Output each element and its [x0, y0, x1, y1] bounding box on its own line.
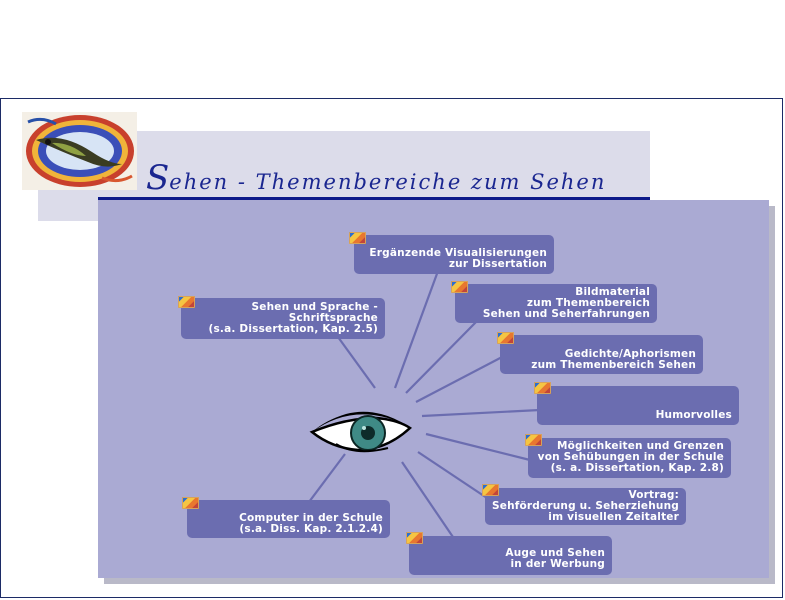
fish-eye-logo	[22, 112, 137, 190]
topic-computer[interactable]: Computer in der Schule (s.a. Diss. Kap. …	[187, 500, 390, 538]
topic-sehuebungen[interactable]: Möglichkeiten und Grenzen von Sehübungen…	[528, 438, 731, 478]
topic-visualisierungen[interactable]: Ergänzende Visualisierungen zur Disserta…	[354, 235, 554, 274]
topic-werbung[interactable]: Auge und Sehen in der Werbung	[409, 536, 612, 575]
topic-humor[interactable]: Humorvolles	[537, 386, 739, 425]
topic-icon	[349, 232, 366, 244]
topic-bildmaterial[interactable]: Bildmaterial zum Themenbereich Sehen und…	[455, 284, 657, 323]
page-title-initial: S	[146, 158, 170, 198]
topic-icon	[534, 382, 551, 394]
topic-icon	[525, 434, 542, 446]
topic-icon	[482, 484, 499, 496]
topic-icon	[451, 281, 468, 293]
topic-icon	[182, 497, 199, 509]
page-title-rest: - Themenbereiche zum Sehen	[229, 170, 607, 194]
topic-gedichte[interactable]: Gedichte/Aphorismen zum Themenbereich Se…	[500, 335, 703, 374]
topic-icon	[406, 532, 423, 544]
title-underline	[98, 197, 650, 200]
page-title: Sehen - Themenbereiche zum Sehen	[146, 158, 646, 198]
topic-icon	[178, 296, 195, 308]
page-title-word: ehen	[169, 170, 230, 194]
topic-vortrag[interactable]: Vortrag: Sehförderung u. Seherziehung im…	[485, 488, 686, 525]
topic-sprache[interactable]: Sehen und Sprache - Schriftsprache (s.a.…	[181, 298, 385, 339]
eye-icon[interactable]	[306, 402, 416, 462]
topic-icon	[497, 332, 514, 344]
